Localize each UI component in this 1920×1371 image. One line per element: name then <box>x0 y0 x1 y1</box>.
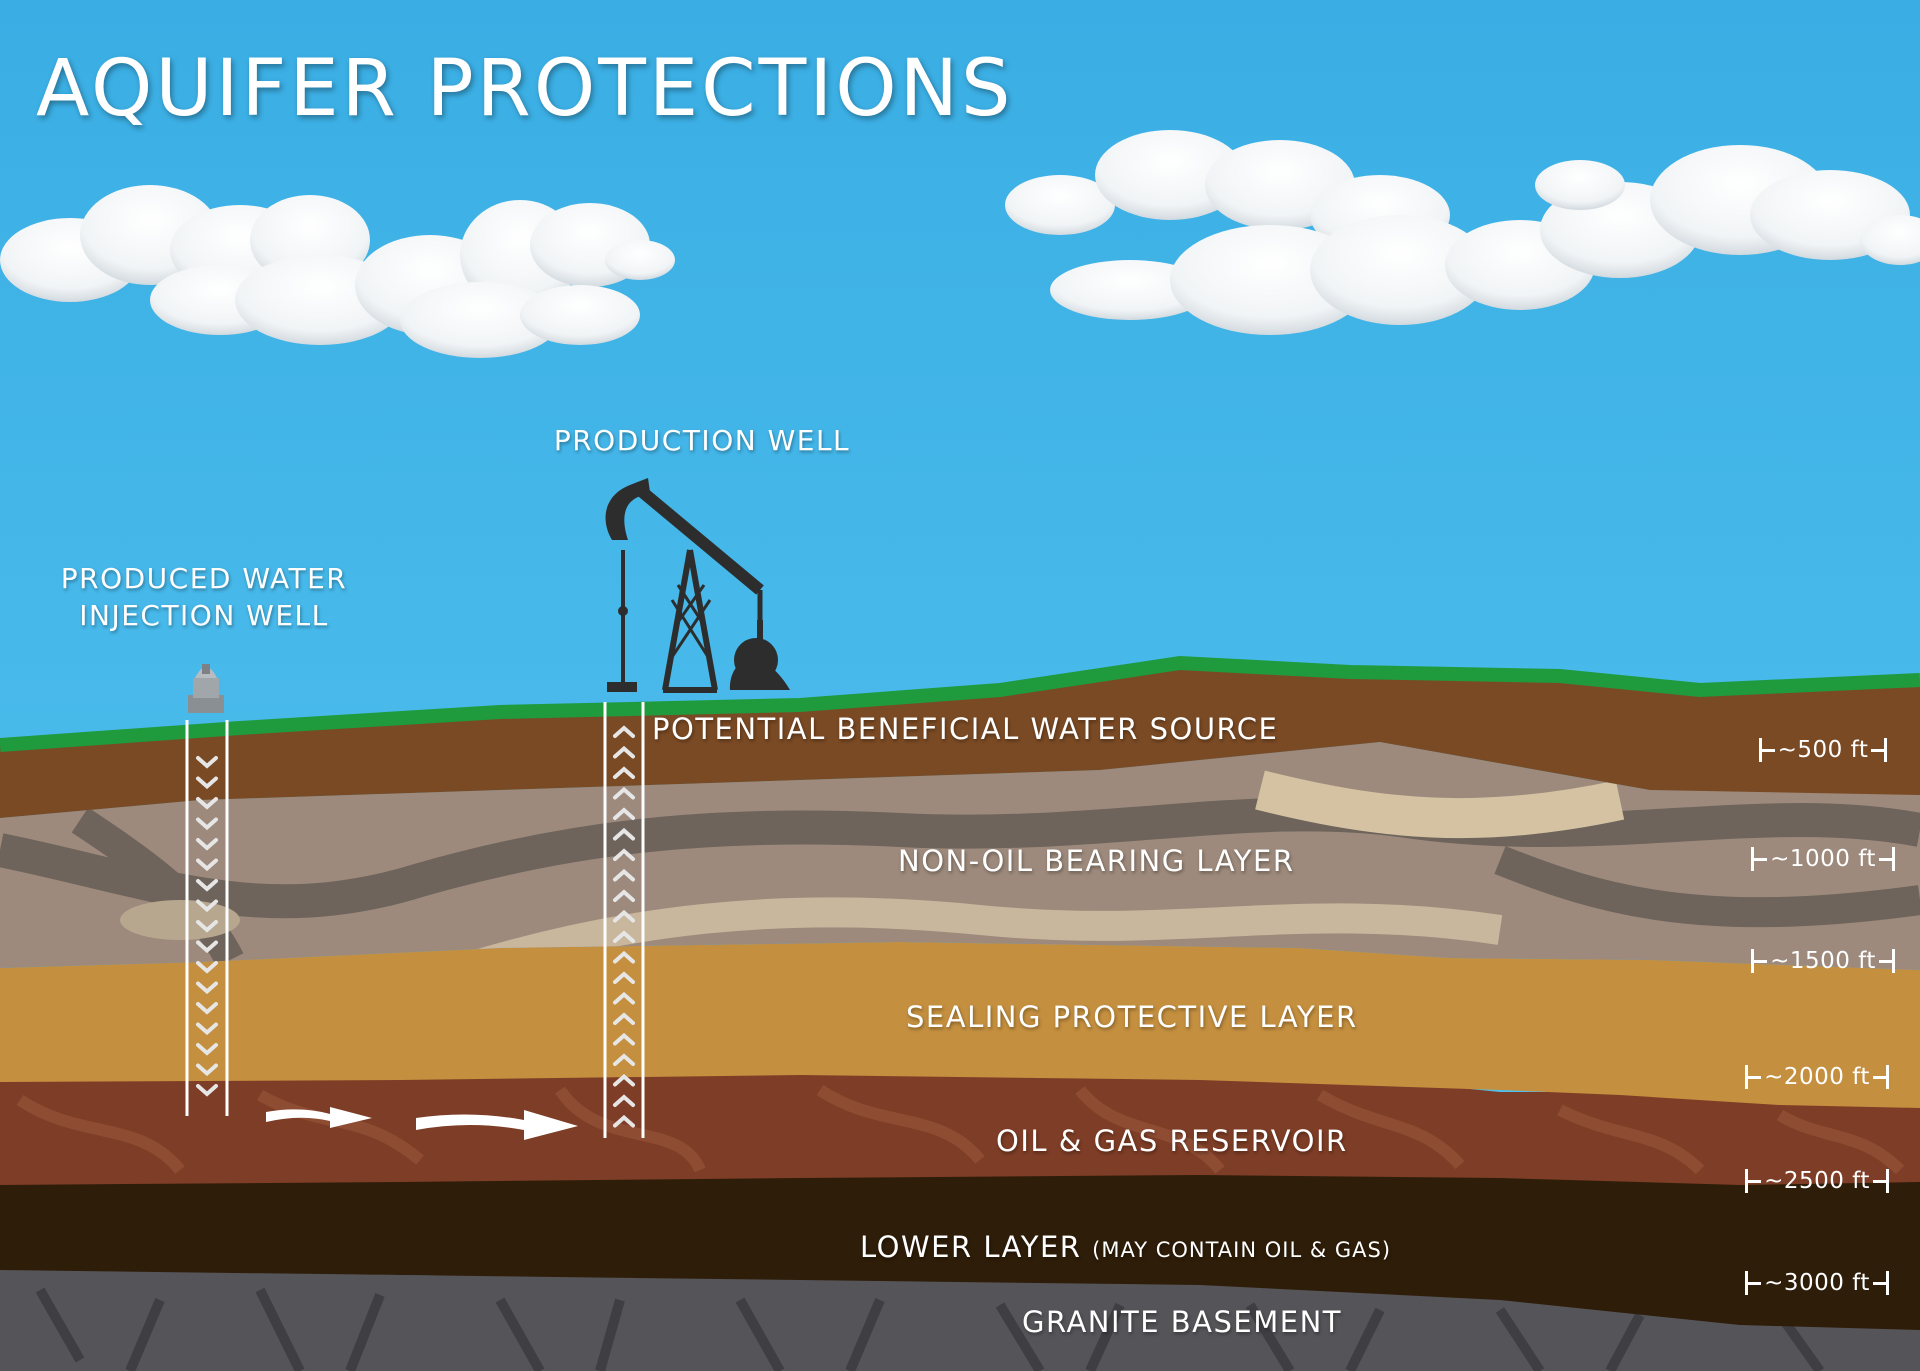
depth-value: ~1500 ft <box>1770 948 1876 974</box>
depth-value: ~1000 ft <box>1770 846 1876 872</box>
layer-label-water-source: POTENTIAL BENEFICIAL WATER SOURCE <box>652 712 1279 746</box>
depth-marker-500: ~500 ft <box>1738 732 1908 768</box>
up-chevron-icon <box>613 971 635 984</box>
up-chevron-icon <box>613 1114 635 1128</box>
depth-marker-1500: ~1500 ft <box>1738 943 1908 979</box>
down-chevron-icon <box>196 899 218 913</box>
up-chevron-icon <box>613 848 635 861</box>
depth-marker-2500: ~2500 ft <box>1732 1163 1902 1199</box>
down-chevron-icon <box>196 1022 218 1036</box>
layer-label-sealing: SEALING PROTECTIVE LAYER <box>906 1000 1358 1034</box>
layer-label-lower-main: LOWER LAYER <box>860 1230 1082 1264</box>
layer-label-non-oil: NON-OIL BEARING LAYER <box>898 844 1295 878</box>
down-chevron-icon <box>196 981 218 995</box>
depth-value: ~3000 ft <box>1764 1270 1870 1296</box>
down-chevron-icon <box>196 879 218 892</box>
depth-marker-3000: ~3000 ft <box>1732 1265 1902 1301</box>
up-chevron-icon <box>613 1032 635 1046</box>
down-chevron-icon <box>196 1002 218 1015</box>
cloud-right <box>1005 130 1920 335</box>
layer-label-lower: LOWER LAYER (MAY CONTAIN OIL & GAS) <box>860 1230 1391 1264</box>
up-chevron-icon <box>613 786 635 800</box>
down-chevron-icon <box>196 776 218 790</box>
depth-value: ~2500 ft <box>1764 1168 1870 1194</box>
depth-marker-2000: ~2000 ft <box>1732 1059 1902 1095</box>
down-chevron-icon <box>196 838 218 851</box>
down-chevron-icon <box>196 817 218 831</box>
down-chevron-icon <box>196 1084 218 1097</box>
down-chevron-icon <box>196 1043 218 1056</box>
pumpjack-silhouette <box>605 478 790 693</box>
up-chevron-icon <box>613 1053 635 1066</box>
layer-label-reservoir: OIL & GAS RESERVOIR <box>996 1124 1348 1158</box>
down-chevron-icon <box>196 1063 218 1077</box>
injection-well-label-line2: INJECTION WELL <box>79 599 329 632</box>
up-chevron-icon <box>613 868 635 882</box>
down-chevron-icon <box>196 797 218 810</box>
up-chevron-icon <box>613 827 635 841</box>
layer-label-granite: GRANITE BASEMENT <box>1022 1305 1343 1339</box>
up-chevron-icon <box>613 1094 635 1107</box>
cloud-left <box>0 185 675 358</box>
up-chevron-icon <box>613 766 635 779</box>
up-chevron-icon <box>613 1012 635 1025</box>
layer-label-lower-note: (MAY CONTAIN OIL & GAS) <box>1092 1238 1392 1262</box>
down-chevron-icon <box>196 961 218 974</box>
depth-marker-1000: ~1000 ft <box>1738 841 1908 877</box>
flow-arrows <box>266 1107 578 1140</box>
injection-well-label-line1: PRODUCED WATER <box>60 562 348 595</box>
up-chevron-icon <box>613 1073 635 1087</box>
down-chevron-icon <box>196 756 218 769</box>
depth-value: ~2000 ft <box>1764 1064 1870 1090</box>
up-chevron-icon <box>613 725 635 738</box>
up-chevron-icon <box>613 889 635 902</box>
depth-value: ~500 ft <box>1777 737 1869 763</box>
up-chevron-icon <box>613 950 635 964</box>
production-well-label: PRODUCTION WELL <box>553 424 851 457</box>
down-chevron-icon <box>196 920 218 933</box>
page-title: AQUIFER PROTECTIONS <box>36 44 1014 134</box>
up-chevron-icon <box>613 807 635 820</box>
down-chevron-icon <box>196 940 218 954</box>
up-chevron-icon <box>613 909 635 923</box>
injection-wellhead <box>188 664 224 713</box>
up-chevron-icon <box>613 991 635 1005</box>
down-chevron-icon <box>196 858 218 872</box>
up-chevron-icon <box>613 745 635 759</box>
up-chevron-icon <box>613 930 635 943</box>
injection-well-label: PRODUCED WATER INJECTION WELL <box>44 560 364 634</box>
